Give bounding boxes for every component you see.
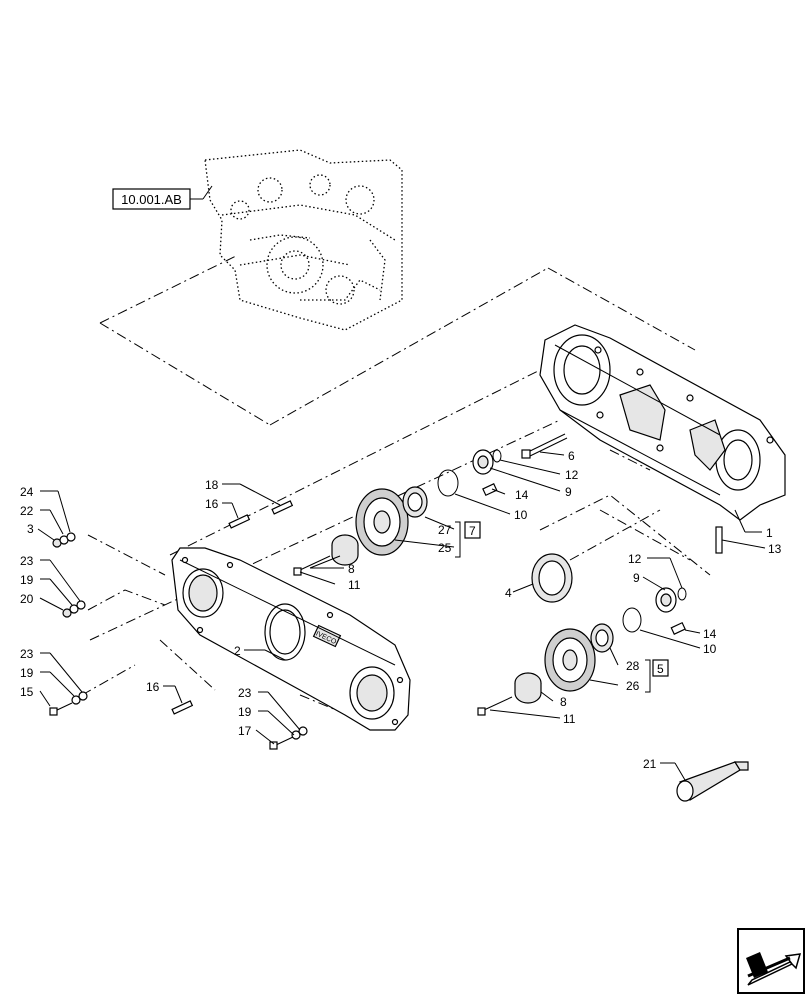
bushing-part-8-lower[interactable] (514, 672, 542, 704)
callout-20: 20 (20, 592, 34, 606)
callout-17: 17 (238, 724, 252, 738)
callout-9: 9 (633, 571, 640, 585)
bracket-5 (645, 659, 651, 693)
bolt-part-6[interactable] (521, 433, 568, 459)
callout-16: 16 (146, 680, 160, 694)
front-cover-part-2[interactable]: IVECO (171, 547, 411, 731)
callout-13: 13 (768, 542, 782, 556)
callout-14: 14 (703, 627, 717, 641)
callout-11: 11 (563, 712, 576, 726)
kit-box-5[interactable] (652, 659, 669, 677)
callout-23: 23 (20, 554, 34, 568)
callout-4: 4 (505, 586, 512, 600)
gear-housing-part-1[interactable] (539, 324, 786, 521)
callout-15: 15 (20, 685, 34, 699)
bolt-part-14-lower[interactable] (670, 621, 686, 635)
snap-ring-part-10-lower[interactable] (622, 607, 642, 633)
callout-1: 1 (766, 526, 773, 540)
bolt-part-17[interactable] (269, 726, 308, 750)
reference-label[interactable]: 10.001.AB (112, 188, 191, 210)
callout-10: 10 (703, 642, 717, 656)
ring-part-12-lower[interactable] (677, 587, 687, 601)
callout-25: 25 (438, 541, 452, 555)
thrust-plate-part-9-lower[interactable] (655, 587, 677, 613)
bolt-part-15[interactable] (49, 691, 88, 716)
callout-28: 28 (626, 659, 640, 673)
callout-5: 5 (657, 662, 664, 676)
callout-12: 12 (565, 468, 579, 482)
callout-2: 2 (234, 644, 241, 658)
bolt-part-11-lower[interactable] (477, 696, 513, 716)
sealant-tube-part-21[interactable] (676, 761, 749, 802)
engine-block-reference (204, 149, 403, 331)
callout-23: 23 (238, 686, 252, 700)
kit-box-7[interactable] (464, 521, 481, 539)
callout-24: 24 (20, 485, 34, 499)
stud-part-16-upper[interactable] (228, 514, 251, 529)
callout-12: 12 (628, 552, 642, 566)
return-arrow-icon[interactable] (737, 928, 805, 994)
ring-part-12-upper[interactable] (492, 449, 502, 463)
callout-numbers: 24 22 3 23 19 20 23 19 15 18 16 16 2 23 … (20, 449, 782, 771)
seal-part-4[interactable] (531, 553, 573, 603)
bushing-part-8-upper[interactable] (331, 534, 359, 566)
bearing-part-28[interactable] (590, 623, 614, 653)
callout-23: 23 (20, 647, 34, 661)
stud-part-18[interactable] (271, 500, 294, 515)
callout-3: 3 (27, 522, 34, 536)
callout-18: 18 (205, 478, 219, 492)
leader-lines (37, 451, 766, 781)
snap-ring-part-10-upper[interactable] (437, 469, 459, 497)
bearing-part-27[interactable] (402, 486, 428, 518)
gear-part-25[interactable] (355, 488, 409, 556)
bolt-part-11-upper[interactable] (293, 555, 331, 576)
callout-9: 9 (565, 485, 572, 499)
callout-10: 10 (514, 508, 528, 522)
callout-21: 21 (643, 757, 657, 771)
stud-part-13[interactable] (715, 526, 723, 554)
callout-19: 19 (20, 573, 34, 587)
washer-set-20-19-23[interactable] (62, 600, 86, 618)
thrust-plate-part-9-upper[interactable] (472, 449, 494, 475)
callout-27: 27 (438, 523, 452, 537)
leader (202, 185, 213, 200)
callout-22: 22 (20, 504, 34, 518)
callout-7: 7 (469, 524, 476, 538)
callout-8: 8 (348, 562, 355, 576)
callout-6: 6 (568, 449, 575, 463)
callout-19: 19 (20, 666, 34, 680)
reference-label-text: 10.001.AB (121, 192, 182, 207)
callout-19: 19 (238, 705, 252, 719)
bolt-part-14-upper[interactable] (482, 483, 498, 497)
callout-8: 8 (560, 695, 567, 709)
washer-set-3-22-24[interactable] (52, 532, 76, 548)
callout-14: 14 (515, 488, 529, 502)
bracket-7 (455, 521, 461, 558)
gear-part-26[interactable] (544, 628, 596, 692)
callout-16: 16 (205, 497, 219, 511)
callout-11: 11 (348, 578, 361, 592)
stud-part-16-lower[interactable] (171, 700, 194, 715)
callout-26: 26 (626, 679, 640, 693)
